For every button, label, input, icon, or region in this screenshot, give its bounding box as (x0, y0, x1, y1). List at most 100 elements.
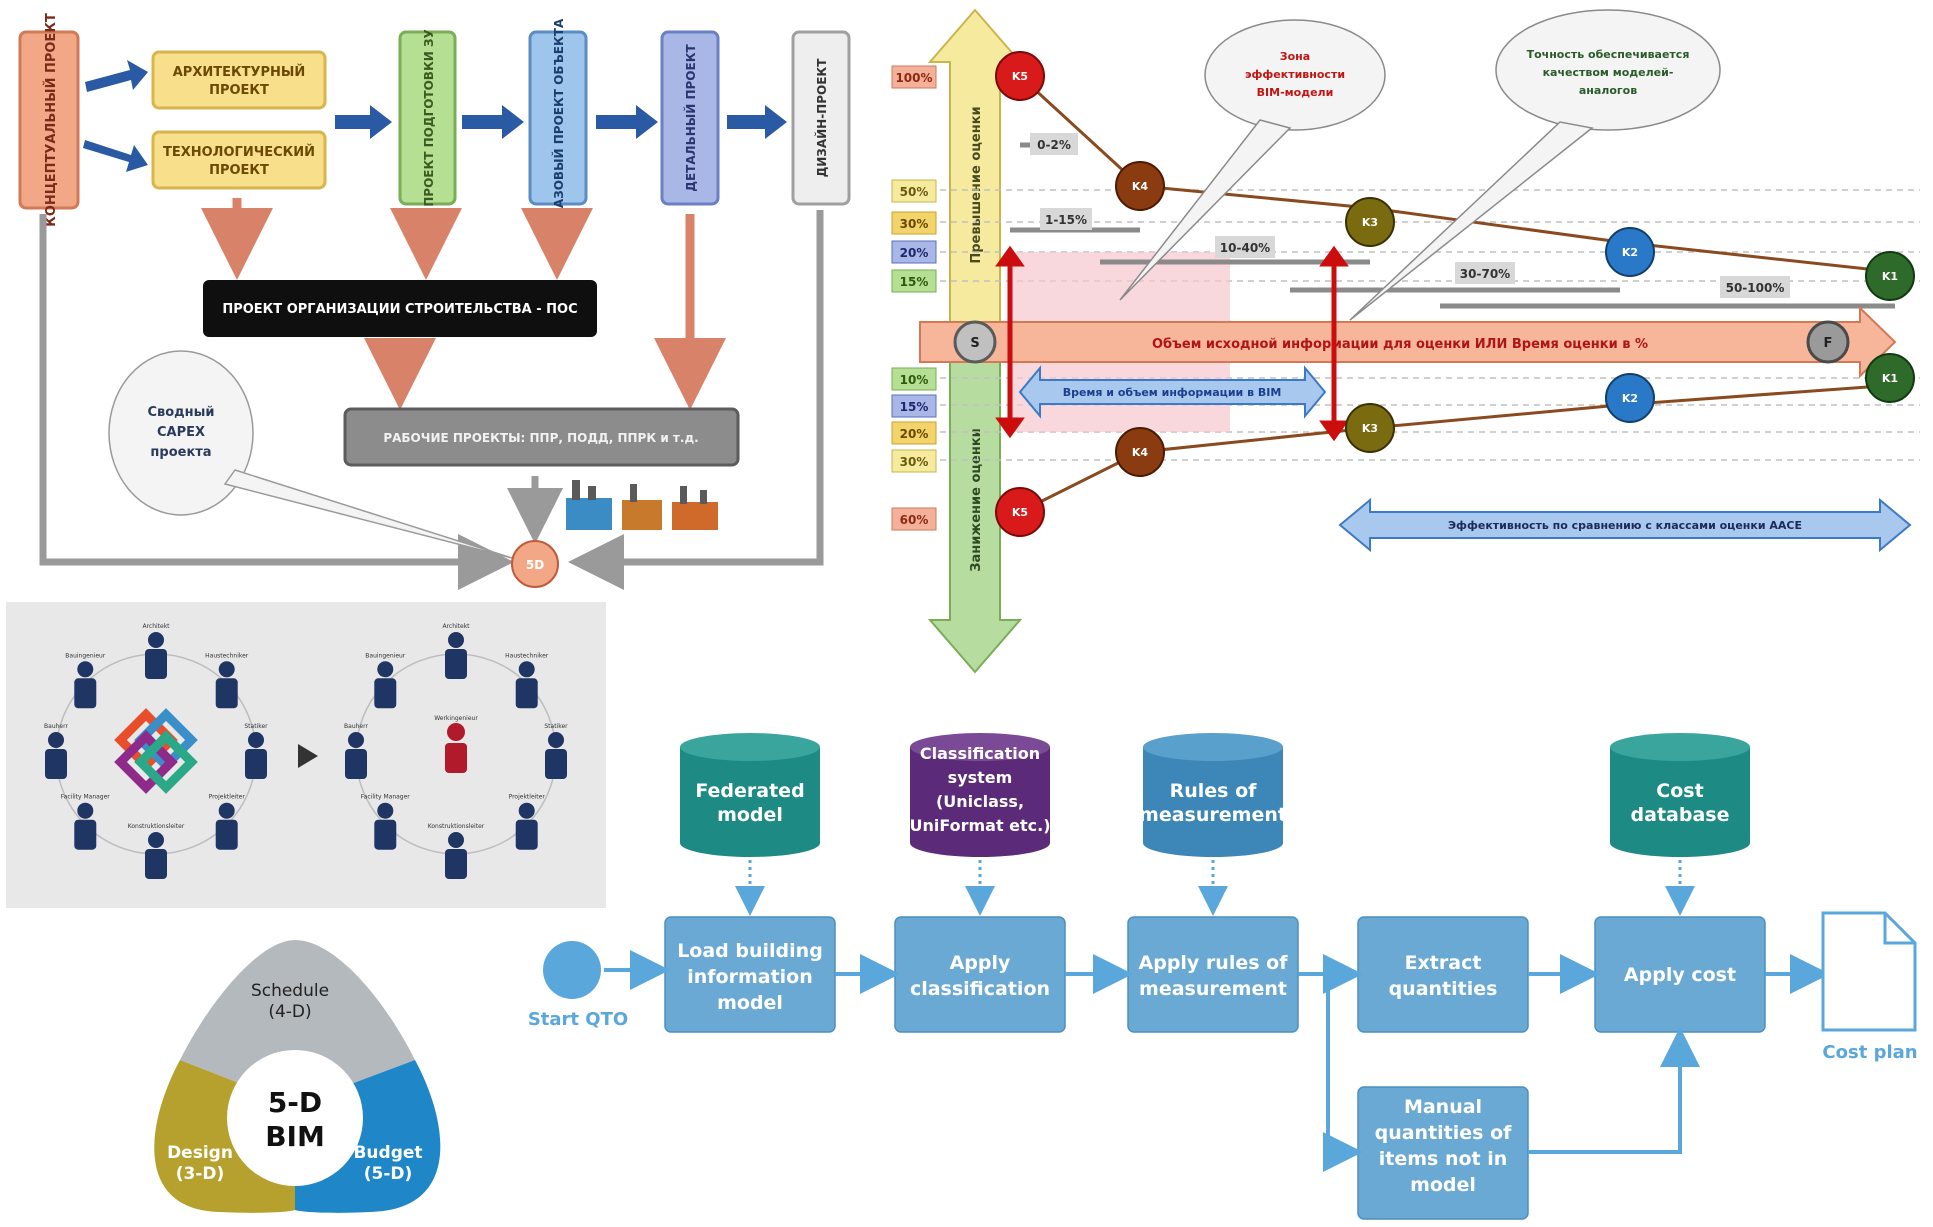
design-line-2: (3-D) (176, 1164, 225, 1184)
person-icon: Architekt (442, 623, 470, 679)
cost-plan-document-icon: Cost plan (1821, 911, 1918, 1063)
db-cost-line-1: Cost (1656, 780, 1703, 802)
qto-flow-diagram: Federated model Classification system (U… (528, 733, 1918, 1220)
person-icon: Projektleiter (509, 794, 546, 850)
budget-line-1: Budget (353, 1143, 422, 1163)
design-line-1: Design (167, 1143, 233, 1163)
conceptual-box: КОНЦЕПТУАЛЬНЫЙ ПРОЕКТ (18, 13, 80, 227)
class-k2-top: K2 (1622, 246, 1638, 259)
bim-zone-line-1: Зона (1280, 50, 1310, 63)
center-role: Werkingenieur (434, 715, 478, 722)
technological-line-2: ПРОЕКТ (209, 163, 269, 178)
step-cost-line-1: Apply cost (1624, 964, 1736, 986)
qto-start-label: Start QTO (528, 1009, 628, 1030)
node-5d-label: 5D (526, 558, 544, 572)
person-icon: Facility Manager (61, 794, 110, 850)
role-label: Projektleiter (209, 794, 246, 801)
conceptual-label: КОНЦЕПТУАЛЬНЫЙ ПРОЕКТ (43, 13, 59, 227)
step-classify-line-1: Apply (950, 952, 1011, 974)
detailed-label: ДЕТАЛЬНЫЙ ПРОЕКТ (683, 43, 698, 191)
pct-tags-bottom: 10% 15% 20% 30% 60% (891, 367, 937, 531)
pos-box: ПРОЕКТ ОРГАНИЗАЦИИ СТРОИТЕЛЬСТВА - ПОС (203, 280, 597, 337)
budget-line-2: (5-D) (364, 1164, 413, 1184)
db-cost-database: Cost database (1610, 733, 1750, 857)
person-icon: Architekt (142, 623, 170, 679)
step-load-line-1: Load building (677, 940, 823, 962)
db-classification-line-2: system (948, 768, 1013, 787)
pct-top-1: 50% (900, 185, 929, 199)
step-extract-line-1: Extract (1405, 952, 1482, 974)
person-icon: Bauingenieur (365, 652, 406, 709)
step-load-line-2: information (687, 966, 813, 988)
bim5d-center-circle (227, 1050, 363, 1186)
technological-line-1: ТЕХНОЛОГИЧЕСКИЙ (163, 144, 315, 160)
db-rules-line-1: Rules of (1170, 780, 1258, 802)
axis-under-label: Занижение оценки (969, 428, 984, 572)
person-icon: Konstruktionsleiter (128, 823, 185, 879)
capex-bubble: Сводный CAPEX проекта (108, 350, 513, 559)
work-projects-label: РАБОЧИЕ ПРОЕКТЫ: ППР, ПОДД, ППРК и т.д. (383, 431, 698, 445)
db-classification-line-4: UniFormat etc.) (909, 816, 1050, 835)
factory-icon (566, 480, 718, 530)
bim-info-arrow: Время и объем информации в BIM (1018, 365, 1327, 419)
range-1: 1-15% (1045, 213, 1087, 227)
step-apply-rules: Apply rules of measurement (1127, 916, 1299, 1033)
db-federated-line-2: model (717, 804, 783, 826)
class-k3-top: K3 (1362, 216, 1378, 229)
person-icon: Bauingenieur (65, 652, 106, 709)
land-prep-label: ПРОЕКТ ПОДГОТОВКИ ЗУ (422, 29, 436, 207)
pct-bottom-1: 15% (900, 400, 929, 414)
schedule-segment (180, 940, 415, 1105)
role-label: Projektleiter (509, 794, 546, 801)
right-people: ArchitektHaustechnikerStatikerProjektlei… (344, 623, 568, 879)
role-label: Haustechniker (505, 652, 549, 659)
finish-node: F (1806, 320, 1850, 364)
accuracy-bubble: Точность обеспечивается качеством моделе… (1349, 9, 1721, 321)
step-manual-line-1: Manual (1404, 1096, 1482, 1118)
right-network: ArchitektHaustechnikerStatikerProjektlei… (344, 623, 568, 879)
capex-line-1: Сводный (147, 405, 214, 420)
pct-bottom-2: 20% (900, 427, 929, 441)
person-icon: Facility Manager (361, 794, 410, 850)
person-icon: Bauherr (44, 723, 68, 779)
pct-tags-top: 100% 50% 30% 20% 15% (891, 65, 937, 293)
aace-arrow: Эффективность по сравнению с классами оц… (1338, 497, 1912, 553)
pct-top-2: 30% (900, 217, 929, 231)
db-classification-line-1: Classification (920, 744, 1040, 763)
step-load-model: Load building information model (664, 916, 836, 1033)
qto-flow-arrows (604, 950, 1830, 1172)
start-node: S (953, 320, 997, 364)
process-flow-panel: КОНЦЕПТУАЛЬНЫЙ ПРОЕКТ ПРОЕКТ ПОДГОТОВКИ … (0, 0, 870, 590)
pct-bottom-0: 10% (900, 373, 929, 387)
class-k4-bottom: K4 (1132, 446, 1149, 459)
accuracy-line-2: качеством моделей- (1543, 66, 1674, 79)
role-label: Bauingenieur (65, 652, 106, 659)
bim-zone-bubble: Зона эффективности BIM-модели (1119, 19, 1386, 301)
range-4: 50-100% (1726, 281, 1785, 295)
class-k4-top: K4 (1132, 180, 1149, 193)
db-classification: Classification system (Uniclass, UniForm… (909, 733, 1051, 857)
red-vertical-arrows (995, 245, 1349, 442)
class-k5-top: K5 (1012, 70, 1028, 83)
role-label: Konstruktionsleiter (128, 823, 185, 830)
pct-top-4: 15% (900, 275, 929, 289)
step-manual-line-2: quantities of (1375, 1122, 1513, 1144)
estimate-funnel-diagram: Превышение оценки Занижение оценки 100% … (891, 8, 1920, 674)
db-rules-line-2: measurement (1139, 804, 1287, 826)
grey-return-lines (39, 210, 824, 590)
range-2: 10-40% (1220, 241, 1270, 255)
architectural-box: АРХИТЕКТУРНЫЙ ПРОЕКТ (151, 50, 327, 110)
cost-plan-label: Cost plan (1822, 1042, 1917, 1063)
finish-label: F (1824, 336, 1833, 351)
bim5d-center-line-2: BIM (265, 1120, 325, 1153)
pct-bottom-4: 60% (900, 513, 929, 527)
role-label: Bauingenieur (365, 652, 406, 659)
person-icon: Haustechniker (205, 652, 249, 709)
role-label: Bauherr (344, 723, 368, 730)
step-rules-line-1: Apply rules of (1139, 952, 1289, 974)
estimate-funnel-panel: Превышение оценки Занижение оценки 100% … (880, 0, 1933, 690)
design-project-label: ДИЗАЙН-ПРОЕКТ (814, 58, 829, 178)
step-load-line-3: model (717, 992, 783, 1014)
start-label: S (970, 336, 979, 351)
play-arrow-icon (298, 744, 318, 768)
